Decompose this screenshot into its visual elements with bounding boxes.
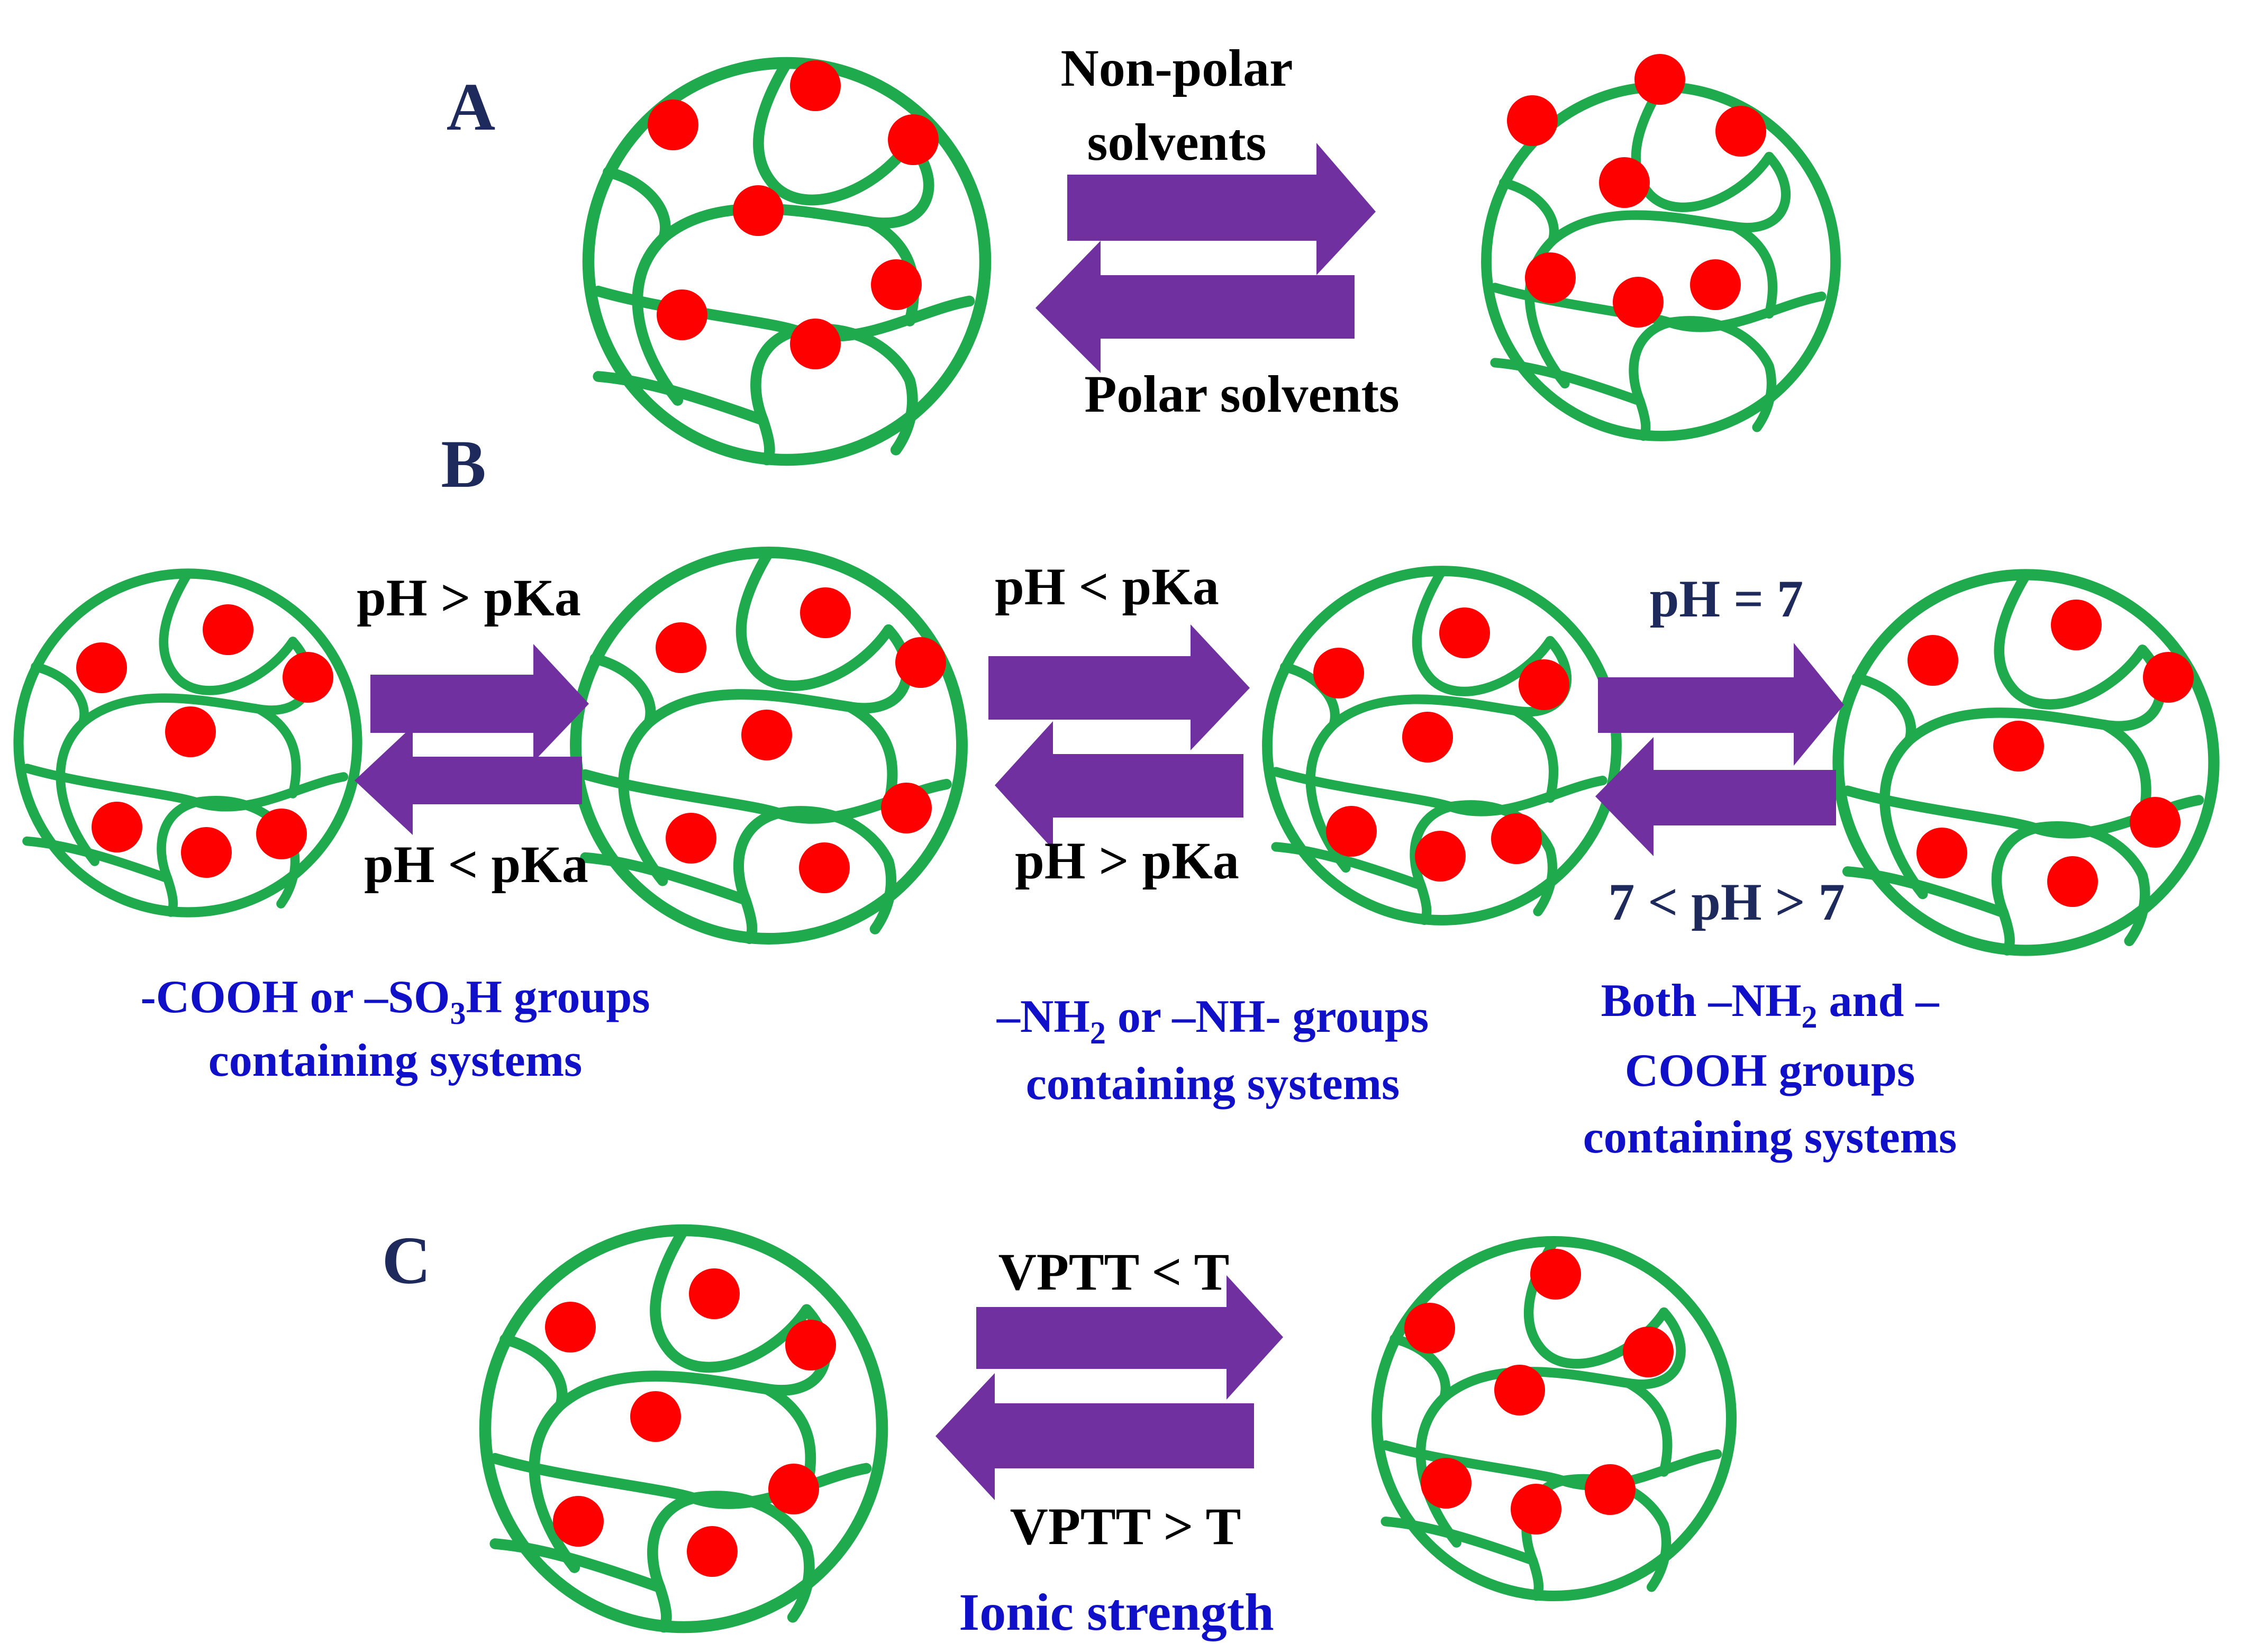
label-c-ionic-strength: Ionic strength: [959, 1583, 1274, 1641]
gel-c-collapsed-particles: [1404, 1249, 1674, 1535]
caption-b-acid-line1: -COOH or –SO3H groups: [140, 972, 650, 1031]
arrow-b-acid-forward: [370, 644, 589, 762]
arrow-b-amphoteric-forward: [1598, 643, 1844, 766]
arrow-c-reverse: [935, 1373, 1254, 1500]
caption-b-acid-line1-post: H groups: [466, 972, 650, 1023]
caption-b-base-line1-sub: 2: [1090, 1015, 1106, 1050]
caption-b-base-line1-pre: –NH: [996, 991, 1090, 1042]
label-b-acid-forward: pH > pKa: [357, 568, 581, 627]
caption-b-amphoteric-line2: COOH groups: [1625, 1045, 1915, 1096]
label-c-reverse: VPTT > T: [1010, 1497, 1241, 1556]
caption-b-amphoteric-line1: Both –NH2 and –: [1601, 975, 1940, 1034]
arrow-c-forward: [976, 1275, 1283, 1400]
caption-b-amphoteric-line1-post: and –: [1818, 975, 1940, 1027]
caption-b-acid-line2: containing systems: [208, 1035, 583, 1086]
caption-b-base-line1-post: or –NH- groups: [1106, 991, 1429, 1042]
caption-b-amphoteric-line1-sub: 2: [1802, 1000, 1818, 1034]
label-b-base-reverse: pH > pKa: [1015, 831, 1239, 890]
gel-b3-particles: [1313, 607, 1569, 882]
arrow-a-reverse: [1035, 241, 1355, 373]
caption-b-base-line2: containing systems: [1026, 1058, 1400, 1110]
gel-a-collapsed-particles: [1507, 54, 1766, 328]
arrow-b-amphoteric-reverse: [1595, 737, 1836, 856]
label-a-forward-line1: Non-polar: [1061, 39, 1293, 97]
caption-b-base-line1: –NH2 or –NH- groups: [996, 991, 1429, 1050]
caption-b-acid-line1-sub: 3: [450, 996, 466, 1031]
label-b-amphoteric-forward: pH = 7: [1650, 569, 1803, 628]
label-b-base-forward: pH < pKa: [995, 557, 1219, 616]
gel-b2-particles: [656, 587, 946, 893]
section-a-letter: A: [447, 69, 495, 144]
label-b-acid-reverse: pH < pKa: [364, 835, 588, 894]
arrow-a-forward: [1067, 143, 1376, 275]
caption-b-acid-line1-pre: -COOH or –SO: [140, 972, 450, 1023]
label-a-forward-line2: solvents: [1087, 113, 1267, 171]
label-a-reverse: Polar solvents: [1084, 365, 1399, 423]
caption-b-amphoteric-line3: containing systems: [1583, 1112, 1957, 1163]
label-c-forward: VPTT < T: [998, 1242, 1230, 1301]
gel-c-swollen-particles: [545, 1268, 836, 1577]
caption-b-amphoteric-line1-pre: Both –NH: [1601, 975, 1802, 1027]
arrow-b-acid-reverse: [355, 726, 582, 835]
gel-c-swollen: [485, 1230, 882, 1627]
arrow-b-base-forward: [988, 624, 1250, 750]
section-c-letter: C: [382, 1223, 431, 1298]
section-b-letter: B: [441, 426, 486, 502]
gel-a-swollen-particles: [648, 60, 939, 369]
gel-b1-particles: [76, 604, 333, 878]
label-b-amphoteric-reverse: 7 < pH > 7: [1608, 873, 1845, 931]
gel-b4-particles: [1907, 600, 2194, 907]
arrow-b-base-reverse: [995, 721, 1243, 849]
